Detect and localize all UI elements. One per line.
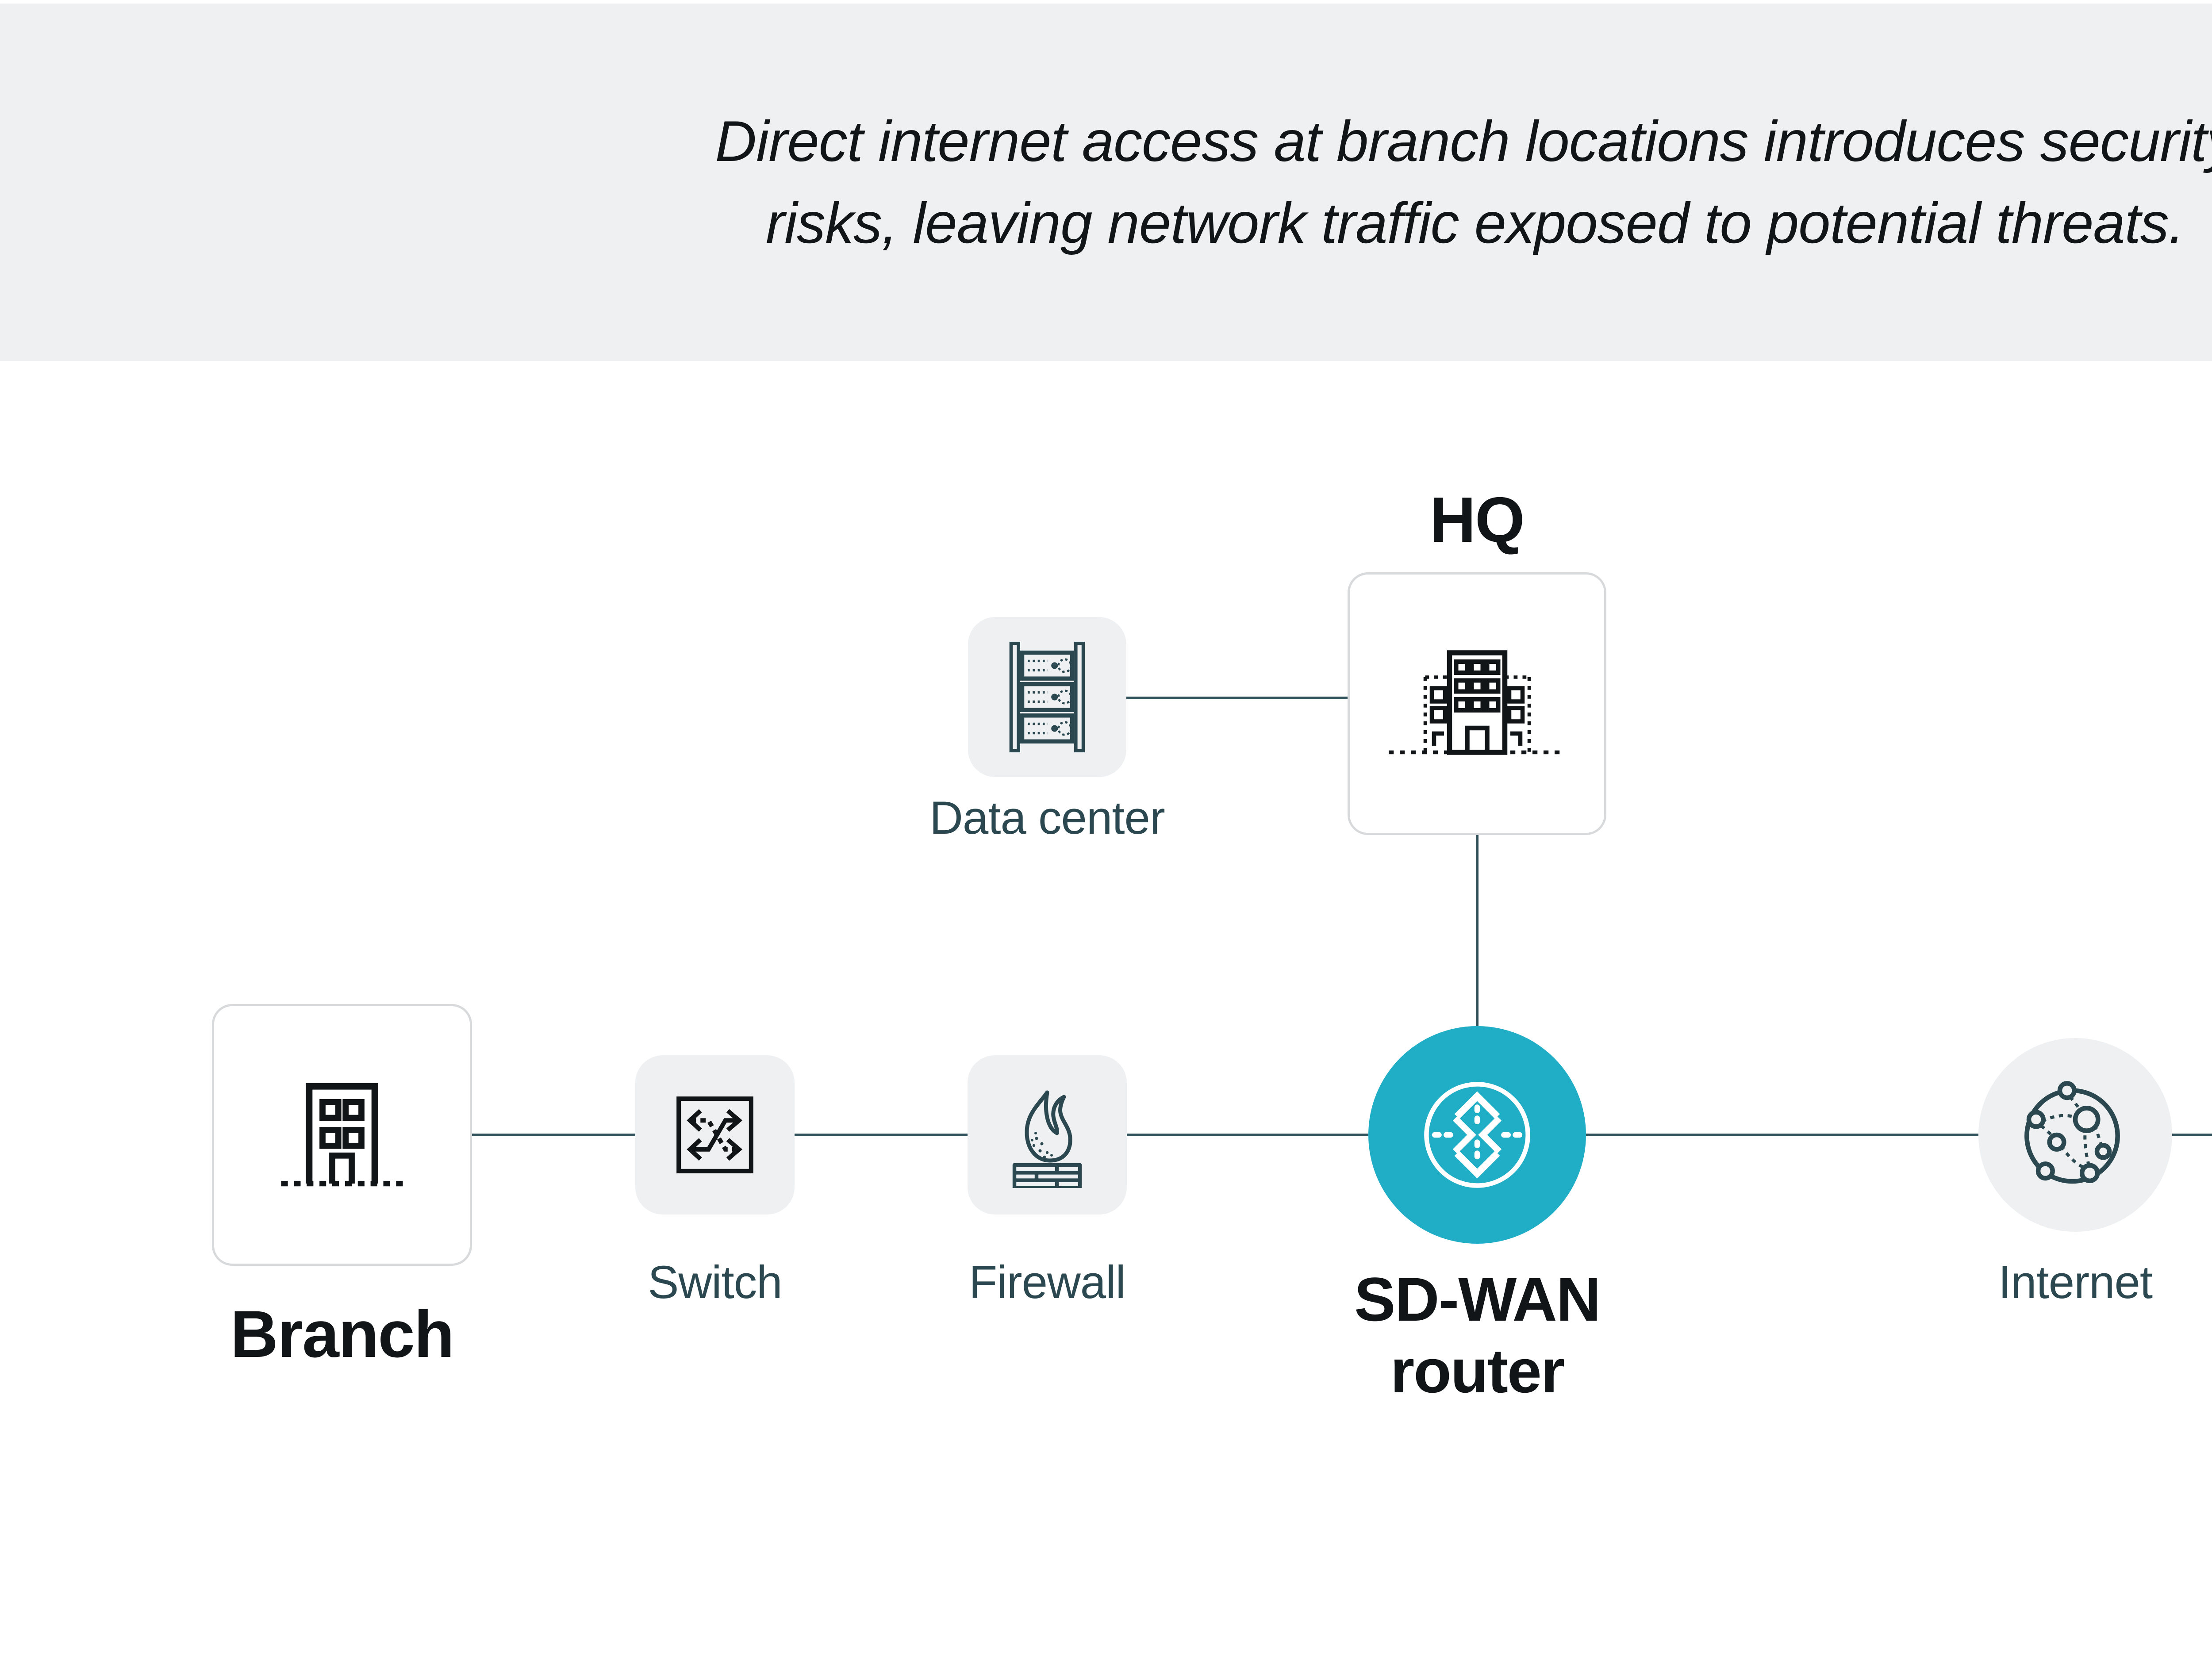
branch-node [212, 1004, 472, 1266]
connector-branch-switch [472, 1134, 635, 1136]
firewall-label: Firewall [969, 1257, 1126, 1308]
connector-datacenter-hq [1126, 697, 1348, 699]
hq-node [1348, 572, 1606, 835]
network-globe-icon [2013, 1073, 2137, 1197]
connector-sdwan-internet [1586, 1134, 1978, 1136]
data-center-label: Data center [929, 792, 1165, 844]
branch-label: Branch [230, 1297, 455, 1371]
flame-brick-wall-icon [1003, 1082, 1091, 1188]
server-rack-icon [996, 636, 1098, 758]
crossed-arrows-icon [671, 1091, 759, 1179]
connector-switch-firewall [795, 1134, 968, 1136]
internet-node [1978, 1038, 2172, 1232]
connector-firewall-sdwan [1127, 1134, 1368, 1136]
header-caption: Direct internet access at branch locatio… [715, 109, 2212, 255]
firewall-node [968, 1055, 1127, 1215]
router-arrows-icon [1422, 1080, 1532, 1190]
switch-label: Switch [648, 1257, 782, 1308]
sdwan-router-label: SD-WAN router [1354, 1264, 1601, 1406]
internet-label: Internet [1998, 1257, 2153, 1308]
header-banner: Direct internet access at branch locatio… [0, 4, 2212, 361]
office-building-icon [1382, 637, 1572, 770]
hq-label: HQ [1429, 484, 1525, 556]
data-center-node [968, 617, 1126, 777]
switch-node [635, 1055, 795, 1215]
connector-hq-sdwan [1476, 835, 1479, 1026]
connector-internet-attackers [2172, 1134, 2212, 1136]
sdwan-router-node [1368, 1026, 1586, 1244]
building-icon [269, 1062, 415, 1208]
